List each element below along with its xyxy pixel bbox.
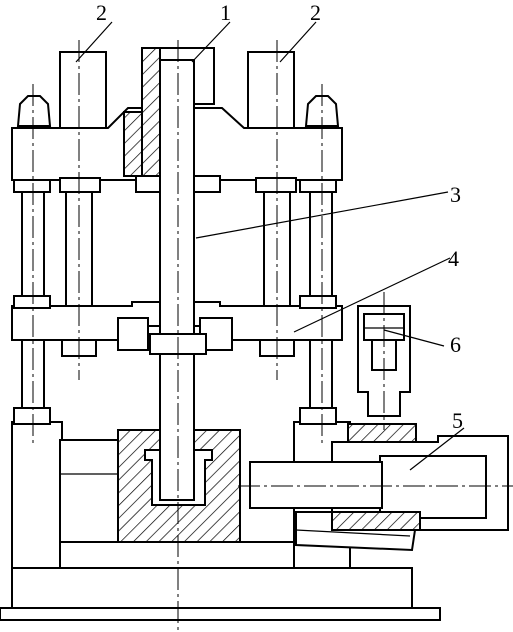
leader-lines (75, 21, 465, 471)
center-lines (32, 40, 513, 632)
base (0, 421, 441, 621)
callout-4: 4 (448, 246, 459, 271)
tie-rods (13, 177, 337, 425)
callout-5: 5 (452, 408, 463, 433)
callout-2-left: 2 (96, 0, 107, 25)
callout-1: 1 (220, 0, 231, 25)
callout-labels: 2 1 2 3 4 6 5 (96, 0, 463, 433)
ram-rod-3 (149, 59, 207, 501)
horizontal-cylinder-5 (249, 423, 509, 531)
callout-3: 3 (450, 182, 461, 207)
cylinders-2 (59, 51, 295, 133)
callout-6: 6 (450, 332, 461, 357)
callout-2-right: 2 (310, 0, 321, 25)
